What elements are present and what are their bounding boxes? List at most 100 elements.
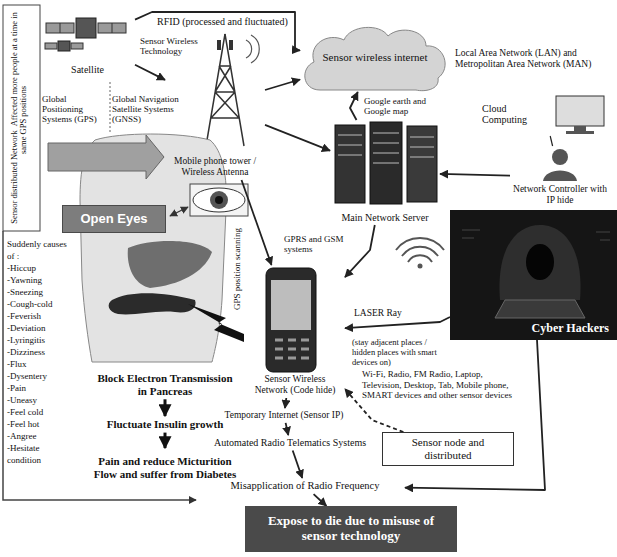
list-item: -Cough-cold xyxy=(7,298,75,310)
node-label: Cloud Computing xyxy=(482,103,548,126)
eye-white xyxy=(193,188,245,212)
vertical-label-group: Sensor distributed NetworkAffected more … xyxy=(10,8,29,228)
list-heading: Suddenly causes of : xyxy=(7,238,75,262)
node-label: Satellite xyxy=(71,64,104,76)
edge-label: RFID (processed and fluctuated) xyxy=(155,16,290,27)
list-item: -Dizziness xyxy=(7,346,75,358)
process-box: Expose to die due to misuse of sensor te… xyxy=(245,506,457,552)
computer-monitor xyxy=(556,96,604,126)
node-label: Temporary Internet (Sensor IP) xyxy=(225,410,344,421)
annotation-label: Global Positioning Systems (GPS) xyxy=(42,94,108,124)
person-body xyxy=(543,171,577,182)
process-box: Open Eyes xyxy=(62,205,166,233)
connector-arrow xyxy=(314,494,327,506)
eye-iris xyxy=(210,191,228,209)
connector-arrow xyxy=(164,399,167,416)
monitor-base xyxy=(566,131,594,134)
list-item: -Hiccup xyxy=(7,262,75,274)
annotation-label: Wi-Fi, Radio, FM Radio, Laptop, Televisi… xyxy=(362,369,520,401)
phone-keypad xyxy=(275,340,309,358)
panel-line xyxy=(112,23,113,33)
process-box: Network Controller with IP hide xyxy=(510,146,610,208)
wifi-symbol xyxy=(396,238,444,262)
connector-arrow xyxy=(345,317,450,328)
connector-arrow xyxy=(440,174,510,176)
process-box: Main Network Server xyxy=(330,120,440,225)
connector-arrow xyxy=(405,340,545,490)
server-slots xyxy=(338,133,434,163)
node-label: Mobile phone tower / Wireless Antenna xyxy=(167,156,263,178)
eye-pupil xyxy=(215,196,223,204)
process-box: Automated Radio Telematics Systems xyxy=(205,435,375,451)
node-label: Network Controller with IP hide xyxy=(512,184,608,206)
connector-arrow xyxy=(285,398,286,408)
hacker-face xyxy=(526,244,554,280)
liver xyxy=(128,241,212,288)
process-box: Sensor Wireless Network (Code hide) xyxy=(245,265,345,398)
pancreas xyxy=(109,293,196,314)
list-item: -Pain xyxy=(7,382,75,394)
eye-link xyxy=(170,207,188,216)
vertical-note: Sensor distributed Network xyxy=(9,130,19,224)
process-box: Sensor node and distributed xyxy=(382,432,514,466)
annotation-label: (stay adjacent places / hidden places wi… xyxy=(352,337,447,367)
list-item: -Uneasy xyxy=(7,394,75,406)
list-item: -Flux xyxy=(7,358,75,370)
satellite-body xyxy=(76,18,96,38)
node-label: Fluctuate Insulin growth xyxy=(107,418,224,431)
person-head xyxy=(552,149,568,165)
node-label: Sensor wireless internet xyxy=(322,51,427,64)
list-item: -Sneezing xyxy=(7,286,75,298)
connector-arrow xyxy=(286,423,289,435)
annotation-label: GPS position scanning xyxy=(232,220,242,318)
code-glow xyxy=(462,230,610,240)
node-label: Automated Radio Telematics Systems xyxy=(214,437,366,449)
tower-antenna xyxy=(229,40,233,50)
tower-antenna xyxy=(217,40,221,50)
connector-arrow xyxy=(293,451,303,479)
hacker-hood xyxy=(499,225,580,300)
node-label: Sensor Wireless Network (Code hide) xyxy=(247,374,343,396)
node-label: Block Electron Transmission in Pancreas xyxy=(97,372,233,397)
list-item: -Feel hot xyxy=(7,418,75,430)
eye-frame xyxy=(190,184,248,216)
node-label: Misapplication of Radio Frequency xyxy=(230,480,379,492)
edge-label: Google earth and Google map xyxy=(362,96,434,116)
node-label: Pain and reduce Micturition Flow and suf… xyxy=(90,455,240,480)
vertical-label-frame xyxy=(3,5,40,231)
monitor-stand xyxy=(574,126,586,131)
connector-arrow xyxy=(265,80,300,91)
process-box: Fluctuate Insulin growth xyxy=(95,416,235,433)
node-label: Open Eyes xyxy=(80,212,147,227)
radio-waves xyxy=(246,35,259,63)
list-item: -Dysentery xyxy=(7,370,75,382)
hacker-laptop xyxy=(495,300,585,318)
connector-arrow xyxy=(350,92,358,120)
tower-lattice xyxy=(206,34,244,146)
cloud-node: Sensor wireless internet xyxy=(300,22,450,92)
cloud-shape xyxy=(305,27,445,90)
satellite-panel xyxy=(98,23,126,33)
list-item: -Lyringitis xyxy=(7,334,75,346)
process-box: Cloud Computing xyxy=(478,92,612,136)
node-label: Sensor node and distributed xyxy=(397,436,499,461)
list-item: -Feverish xyxy=(7,310,75,322)
connector-arrow xyxy=(550,136,552,146)
hacker-panel xyxy=(450,210,617,340)
annotation-label: Sensor Wireless Technology xyxy=(140,36,198,56)
satellite-panel xyxy=(46,23,74,33)
connector-arrow xyxy=(135,65,165,80)
process-box: Temporary Internet (Sensor IP) xyxy=(212,408,356,423)
big-gray-arrow xyxy=(48,135,164,179)
list-item: -Deviation xyxy=(7,322,75,334)
list-item: -Yawning xyxy=(7,274,75,286)
process-box: Satellite xyxy=(40,5,135,77)
satellite-panel xyxy=(45,43,57,49)
connector-arrow xyxy=(164,433,167,448)
process-box: Block Electron Transmission in Pancreas xyxy=(95,370,235,399)
edge-label: LASER Ray xyxy=(352,308,404,319)
process-box: Misapplication of Radio Frequency xyxy=(205,478,405,494)
node-label: Main Network Server xyxy=(341,212,428,224)
